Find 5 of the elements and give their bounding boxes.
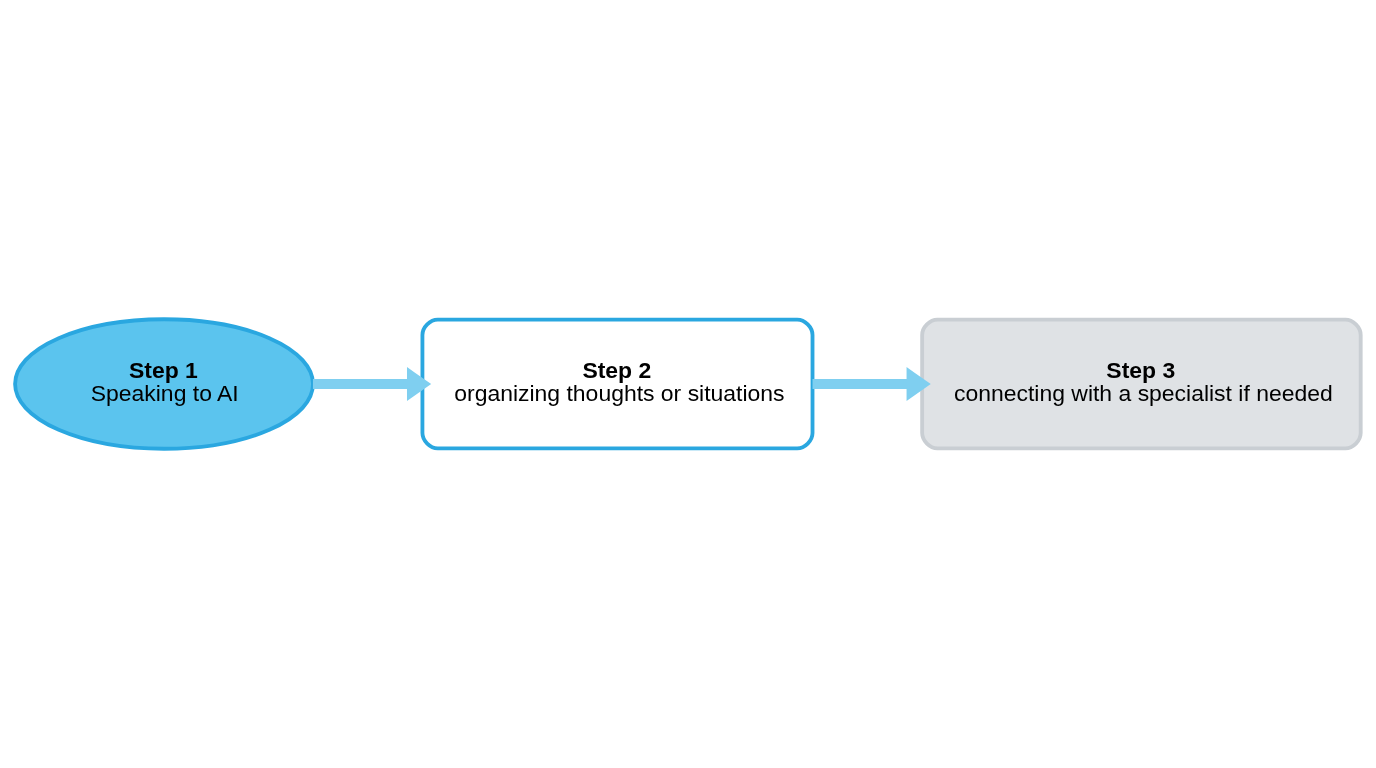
node-box: Step 2 organizing thoughts or situations <box>420 317 815 451</box>
node-box: Step 3 connecting with a specialist if needed <box>920 317 1363 451</box>
arrow <box>312 367 432 401</box>
arrow <box>812 367 931 401</box>
node-ellipse: Step 1 Speaking to AI <box>13 317 315 451</box>
